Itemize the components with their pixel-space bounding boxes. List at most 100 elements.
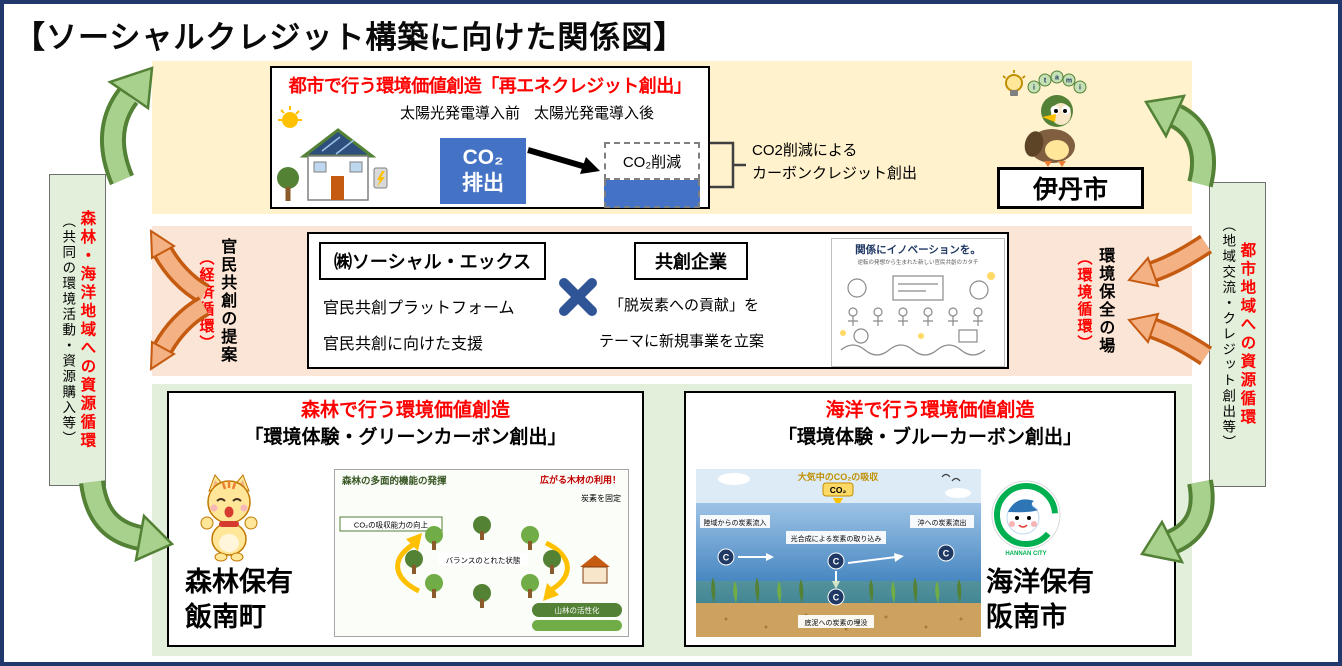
itami-city-box: 伊丹市 bbox=[997, 167, 1144, 209]
duck-body bbox=[1024, 95, 1075, 167]
ocean-caption-atmosphere: 大気中のCO₂の吸収 bbox=[798, 471, 879, 482]
forest-panel-title: 森林で行う環境価値創造 「環境体験・グリーンカーボン創出」 bbox=[169, 398, 642, 451]
cross-icon bbox=[559, 278, 597, 316]
forest-caption-pill: 山林の活性化 bbox=[555, 605, 600, 615]
left-route-text: 森林・海洋地域への資源循環 （共同の環境活動・資源購入等） bbox=[59, 210, 97, 451]
partner-theme-line1: 「脱炭素への貢献」を bbox=[609, 297, 760, 314]
urban-diagram-box: 都市で行う環境価値創造「再エネクレジット創出」 太陽光発電導入前 太陽光発電導入… bbox=[270, 66, 710, 209]
socialx-illustration-image: 関係にイノベーションを。 逆転の発想から生まれた新しい官民共創のカタチ bbox=[831, 238, 1005, 367]
forest-caption-multifunction: 森林の多面的機能の発揮 bbox=[342, 475, 447, 487]
carbon-node-label: C bbox=[943, 549, 950, 559]
itami-mascot-image: i t a m i bbox=[1002, 70, 1087, 167]
ocean-owner-line2: 阪南市 bbox=[986, 602, 1067, 633]
co2-emission-line1: CO₂ bbox=[462, 145, 504, 169]
carbon-node-label: C bbox=[723, 553, 730, 563]
forest-title-black: 「環境体験・グリーンカーボン創出」 bbox=[244, 426, 567, 448]
regions-panel: 森林で行う環境価値創造 「環境体験・グリーンカーボン創出」 bbox=[152, 384, 1192, 656]
forest-title-red: 森林で行う環境価値創造 bbox=[300, 400, 510, 421]
co2-emission-line2: 排出 bbox=[462, 172, 504, 195]
urban-panel: 都市で行う環境価値創造「再エネクレジット創出」 太陽光発電導入前 太陽光発電導入… bbox=[152, 61, 1192, 214]
tree-ring bbox=[405, 516, 561, 608]
support-line: 官民共創に向けた支援 bbox=[323, 336, 484, 353]
co2-down-arrow-icon bbox=[833, 498, 843, 507]
solar-house-image bbox=[277, 106, 388, 201]
forest-panel: 森林で行う環境価値創造 「環境体験・グリーンカーボン創出」 bbox=[167, 391, 644, 647]
right-route-text: 都市地域への資源循環 （地域交流・クレジット創出等） bbox=[1219, 218, 1257, 451]
left-vertical-labels: 官民共創の提案 （経済循環） bbox=[196, 234, 236, 368]
ocean-panel: 海洋で行う環境価値創造 「環境体験・ブルーカーボン創出」 大気中のCO₂の吸収 … bbox=[684, 391, 1176, 647]
conservation-place-label: 環境保全の場 bbox=[1096, 247, 1114, 355]
left-route-main: 森林・海洋地域への資源循環 bbox=[78, 209, 96, 451]
carbon-flow-arrowheads bbox=[766, 553, 904, 589]
itami-letter-dots: i t a m i bbox=[1027, 70, 1087, 94]
ocean-title-black: 「環境体験・ブルーカーボン創出」 bbox=[777, 426, 1082, 448]
forest-cycle-arrows bbox=[395, 533, 570, 601]
illustration-headline: 関係にイノベーションを。 bbox=[855, 243, 981, 256]
bracket-icon bbox=[710, 141, 746, 189]
ocean-caption-burial: 底泥への炭素の埋没 bbox=[805, 618, 868, 627]
carbon-node-label: C bbox=[833, 593, 840, 603]
hannan-mascot-image: HANNAN CITY bbox=[991, 480, 1061, 557]
seagrass bbox=[711, 577, 962, 603]
carbon-credit-note: CO2削減による カーボンクレジット創出 bbox=[752, 139, 917, 186]
seabed-speckles bbox=[724, 613, 963, 631]
page-title: 【ソーシャルクレジット構築に向けた関係図】 bbox=[14, 20, 686, 55]
urban-panel-title: 都市で行う環境価値創造「再エネクレジット創出」 bbox=[288, 76, 692, 96]
left-route-sub: （共同の環境活動・資源購入等） bbox=[60, 213, 76, 447]
ocean-owner-label: 海洋保有 阪南市 bbox=[986, 565, 1094, 635]
carbon-flow-arrows bbox=[738, 556, 897, 581]
solar-before-label: 太陽光発電導入前 bbox=[400, 105, 521, 122]
carbon-node-label: C bbox=[833, 557, 840, 567]
solar-after-label: 太陽光発電導入後 bbox=[534, 105, 655, 122]
ocean-panel-title: 海洋で行う環境価値創造 「環境体験・ブルーカーボン創出」 bbox=[686, 398, 1174, 451]
forest-owner-line1: 森林保有 bbox=[185, 567, 293, 597]
forest-owner-line2: 飯南町 bbox=[185, 602, 266, 633]
birds-icon bbox=[941, 473, 961, 482]
mascot-letter: a bbox=[1055, 75, 1059, 82]
co2-badge: CO₂ bbox=[830, 485, 847, 495]
lightbulb-icon bbox=[1002, 70, 1026, 96]
forest-caption-carbon-fix: 炭素を固定 bbox=[581, 493, 621, 503]
iinan-mascot-image bbox=[200, 474, 258, 562]
ocean-caption-inflow: 陸域からの炭素流入 bbox=[704, 518, 767, 527]
mascot-letter: t bbox=[1044, 78, 1047, 85]
economic-cycle-label: （経済循環） bbox=[197, 250, 215, 352]
right-route-box: 都市地域への資源循環 （地域交流・クレジット創出等） bbox=[1209, 182, 1266, 487]
right-route-sub: （地域交流・クレジット創出等） bbox=[1220, 218, 1236, 451]
ocean-caption-photosynthesis: 光合成による炭素の取り込み bbox=[791, 534, 882, 543]
forest-caption-wood-use: 広がる木材の利用！ bbox=[540, 474, 621, 485]
right-route-main: 都市地域への資源循環 bbox=[1238, 242, 1256, 427]
forest-owner-label: 森林保有 飯南町 bbox=[185, 565, 293, 635]
environment-cycle-label: （環境循環） bbox=[1075, 250, 1093, 352]
carbon-nodes: C C C C bbox=[717, 544, 955, 606]
partner-theme-line2: テーマに新規事業を立案 bbox=[599, 333, 765, 350]
illustration-accents bbox=[840, 272, 995, 339]
right-vertical-labels: 環境保全の場 （環境循環） bbox=[1074, 234, 1114, 368]
co2-remaining-box bbox=[604, 180, 700, 208]
ocean-diagram-image: 大気中のCO₂の吸収 CO₂ 陸域からの炭素流入 光合成による炭素の取り込み 沖… bbox=[696, 469, 981, 637]
tree-icon bbox=[277, 167, 299, 201]
carbon-credit-note-line1: CO2削減による bbox=[752, 142, 858, 159]
hannan-ring-text: HANNAN CITY bbox=[1005, 551, 1046, 557]
mascot-letter: m bbox=[1066, 78, 1072, 85]
sun-icon bbox=[278, 106, 302, 128]
forest-caption-balance: バランスのとれた状態 bbox=[446, 555, 521, 565]
ocean-caption-offshore: 沖への炭素流出 bbox=[918, 518, 967, 527]
illustration-subline: 逆転の発想から生まれた新しい官民共創のカタチ bbox=[857, 258, 978, 266]
house-icon bbox=[299, 128, 377, 201]
forest-caption-absorb: CO₂の吸収能力の向上 bbox=[354, 520, 429, 530]
partner-company-box: 共創企業 bbox=[634, 242, 748, 280]
power-unit-icon bbox=[373, 167, 388, 189]
ocean-owner-line1: 海洋保有 bbox=[986, 567, 1094, 597]
forest-diagram-image: 森林の多面的機能の発揮 広がる木材の利用！ 炭素を固定 CO₂の吸収能力の向上 bbox=[334, 469, 629, 637]
co2-reduction-box: CO₂削減 bbox=[604, 142, 700, 180]
illustration-doodles bbox=[840, 275, 989, 356]
co2-emission-box: CO₂ 排出 bbox=[440, 138, 526, 204]
cocreation-panel: 官民共創の提案 （経済循環） ㈱ソーシャル・エックス 官民共創プラットフォーム … bbox=[152, 226, 1192, 376]
mascot-letter: i bbox=[1079, 85, 1081, 92]
green-arrow-top-left bbox=[100, 66, 154, 186]
socialx-company-box: ㈱ソーシャル・エックス bbox=[319, 242, 546, 280]
house-small-icon bbox=[580, 555, 610, 584]
proposal-label: 官民共創の提案 bbox=[218, 238, 236, 364]
